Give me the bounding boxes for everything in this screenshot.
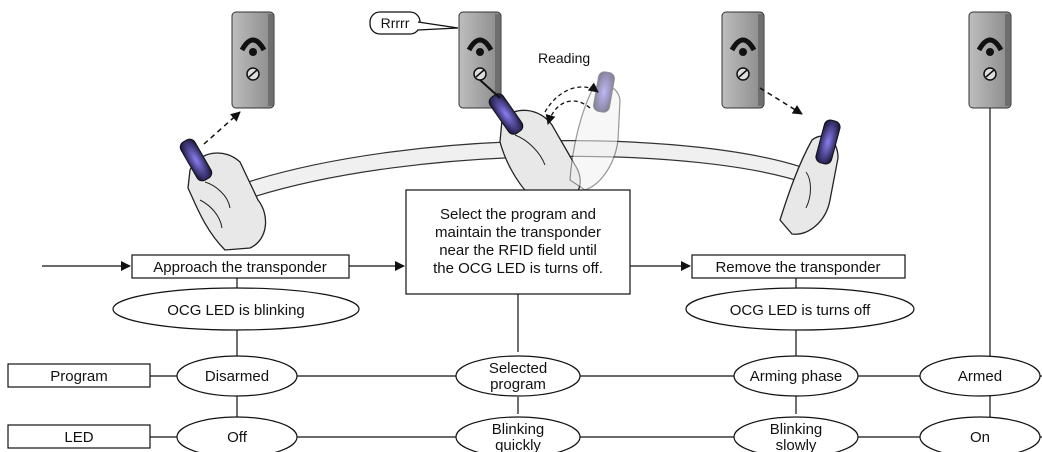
step-select-text: Select the program and maintain the tran… — [433, 206, 603, 277]
hand-ghost — [569, 71, 621, 191]
hand-approach — [179, 138, 267, 251]
svg-text:Remove the transponder: Remove the transponder — [715, 259, 880, 276]
program-state-label: Selected — [489, 360, 547, 377]
device-1 — [231, 11, 275, 109]
led-state-label: Off — [227, 429, 248, 446]
svg-text:Approach the transponder: Approach the transponder — [153, 259, 326, 276]
device-4 — [968, 11, 1012, 109]
program-state-label: program — [490, 376, 546, 393]
note-led-blinking: OCG LED is blinking — [112, 287, 360, 331]
led-state-label: On — [970, 429, 990, 446]
led-state-label: quickly — [495, 437, 541, 452]
svg-text:Program: Program — [50, 368, 108, 385]
led-state-label: Blinking — [492, 421, 545, 438]
step-select-box — [405, 189, 631, 295]
row-program-label: Program — [7, 363, 151, 388]
reading-arrow-out — [544, 82, 599, 113]
program-state-4: Armed — [919, 355, 1041, 397]
note-led-off: OCG LED is turns off — [685, 287, 915, 331]
program-state-label: Disarmed — [205, 368, 269, 385]
bubble-text: Rrrrr — [381, 15, 410, 31]
svg-text:OCG LED is turns off: OCG LED is turns off — [730, 302, 871, 319]
reading-label: Reading — [538, 50, 590, 66]
device-3 — [721, 11, 765, 109]
program-state-label: Arming phase — [750, 368, 843, 385]
led-state-4: On — [919, 416, 1041, 452]
hand-select — [479, 79, 581, 201]
approach-arrow — [203, 111, 241, 145]
program-state-label: Armed — [958, 368, 1002, 385]
svg-text:LED: LED — [64, 429, 93, 446]
led-state-label: Blinking — [770, 421, 823, 438]
sound-bubble: Rrrrr — [369, 11, 459, 35]
remove-arrow — [759, 87, 803, 115]
program-state-3: Arming phase — [733, 355, 859, 397]
svg-text:OCG LED is blinking: OCG LED is blinking — [167, 302, 305, 319]
row-led-label: LED — [7, 424, 151, 449]
hand-remove — [779, 119, 841, 235]
device-2 — [458, 11, 502, 109]
program-state-1: Disarmed — [176, 355, 298, 397]
step-remove: Remove the transponder — [691, 254, 906, 279]
led-state-label: slowly — [776, 437, 817, 452]
led-state-1: Off — [176, 416, 298, 452]
step-approach: Approach the transponder — [131, 254, 350, 279]
